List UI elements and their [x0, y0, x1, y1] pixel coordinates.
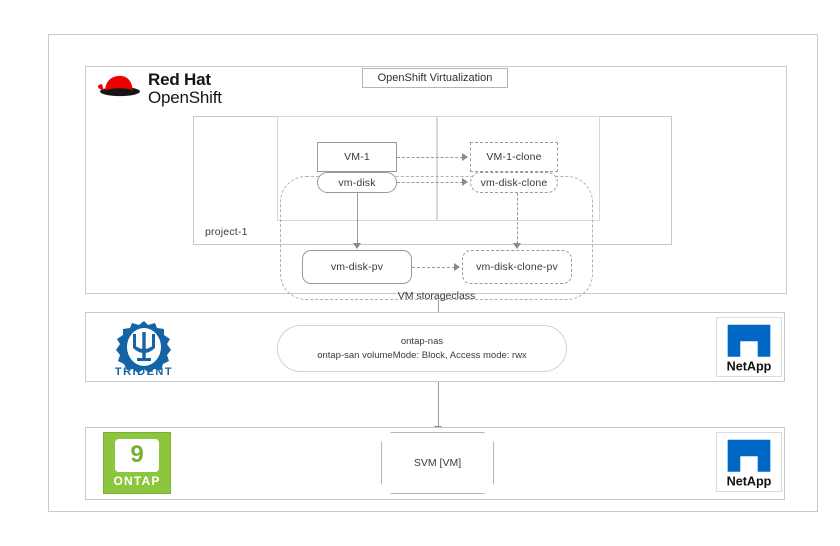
trident-gear-icon: TRIDENT — [115, 321, 173, 378]
connector-pv-to-clonepv — [412, 267, 455, 268]
netapp-logo-trident-row: NetApp — [716, 317, 782, 377]
node-vm-1[interactable]: VM-1 — [317, 142, 397, 172]
node-vm-disk-pv[interactable]: vm-disk-pv — [302, 250, 412, 284]
red-hat-fedora-icon — [98, 75, 140, 97]
ontap-version-badge: 9 — [115, 438, 159, 472]
ontap-san-label: ontap-san volumeMode: Block, Access mode… — [317, 349, 527, 361]
arrowhead-vmdisk-to-clone — [462, 178, 468, 186]
node-vm-disk-clone[interactable]: vm-disk-clone — [470, 172, 558, 193]
netapp-logo-icon: NetApp — [727, 439, 772, 488]
openshift-wordmark: OpenShift — [148, 88, 222, 107]
connector-trident-to-svm — [438, 382, 439, 432]
trident-storage-backend[interactable]: ontap-nas ontap-san volumeMode: Block, A… — [277, 325, 567, 372]
vm-storageclass-group — [280, 176, 593, 300]
red-hat-openshift-logo: Red Hat OpenShift — [96, 70, 276, 112]
connector-vmdisk-to-clone — [397, 182, 463, 183]
arrowhead-vmdisk-to-pv — [353, 243, 361, 249]
trident-logo: TRIDENT — [103, 318, 185, 378]
connector-vmdisk-to-pv — [357, 193, 358, 244]
openshift-virtualization-tag: OpenShift Virtualization — [362, 68, 508, 88]
netapp-logo-icon: NetApp — [727, 324, 772, 373]
node-vm-disk[interactable]: vm-disk — [317, 172, 397, 193]
connector-vmdiskclone-to-pv — [517, 193, 518, 244]
connector-vm1-to-clone — [397, 157, 463, 158]
svm-node[interactable]: SVM [VM] — [381, 432, 494, 494]
arrowhead-vm1-to-clone — [462, 153, 468, 161]
netapp-wordmark: NetApp — [727, 359, 772, 373]
vm-storageclass-label: VM storageclass — [397, 290, 476, 302]
node-vm-disk-clone-pv[interactable]: vm-disk-clone-pv — [462, 250, 572, 284]
netapp-logo-ontap-row: NetApp — [716, 432, 782, 492]
red-hat-wordmark: Red Hat — [148, 70, 211, 89]
arrowhead-pv-to-clonepv — [454, 263, 460, 271]
project-label: project-1 — [205, 226, 248, 238]
ontap-nas-label: ontap-nas — [400, 335, 444, 347]
trident-wordmark: TRIDENT — [115, 366, 173, 378]
arrowhead-vmdiskclone-to-pv — [513, 243, 521, 249]
ontap-wordmark: ONTAP — [113, 473, 161, 488]
netapp-wordmark: NetApp — [727, 474, 772, 488]
ontap-9-logo: 9 ONTAP — [103, 432, 171, 494]
node-vm-1-clone[interactable]: VM-1-clone — [470, 142, 558, 172]
